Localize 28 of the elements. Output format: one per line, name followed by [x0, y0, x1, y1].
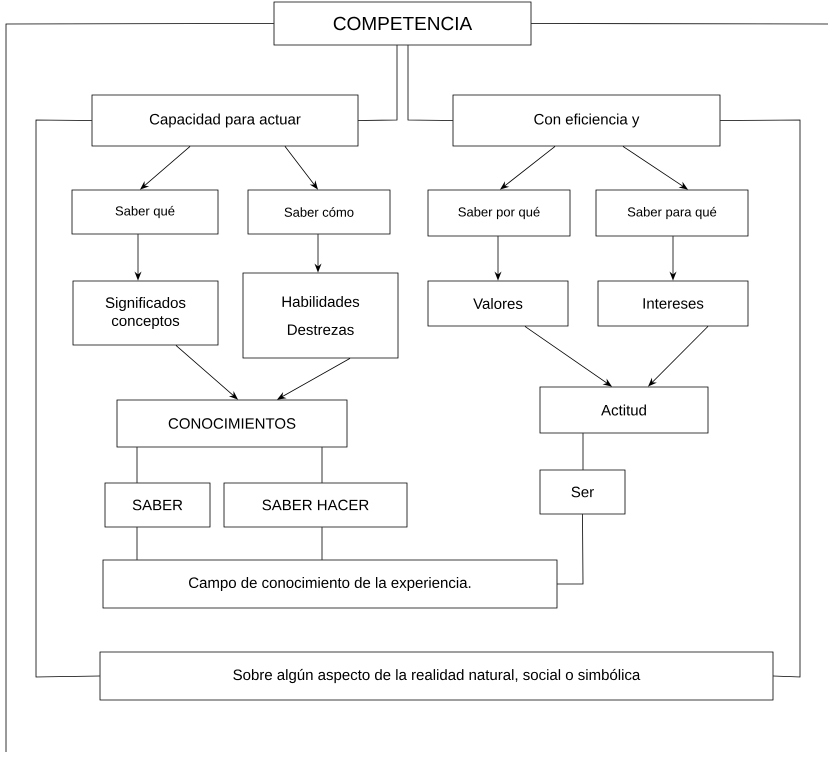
text-box: SABER [104, 482, 210, 528]
connector-line [531, 23, 828, 24]
connector-line [136, 447, 138, 483]
text-box: Capacidad para actuar [92, 94, 358, 146]
text-box: Actitud [540, 386, 708, 434]
text-box: CONOCIMIENTOS [116, 400, 348, 448]
connector-line [358, 45, 398, 121]
connector-line [136, 527, 138, 560]
connector-line [408, 45, 453, 121]
text-box: Ser [540, 470, 626, 514]
text-box: Significados conceptos [72, 280, 218, 346]
text-box: Campo de conocimiento de la experiencia. [102, 560, 558, 608]
text-box: Saber para qué [596, 190, 748, 236]
text-box: Intereses [598, 280, 748, 326]
text-box: Con eficiencia y [452, 94, 720, 146]
connector-line [582, 433, 584, 470]
text-box: SABER HACER [224, 482, 408, 528]
text-box: Habilidades Destrezas [242, 272, 398, 358]
text-box: Valores [428, 280, 568, 326]
connector-line [36, 120, 100, 678]
text-box: Saber qué [72, 190, 218, 234]
text-box: Sobre algún aspecto de la realidad natural, social o simbólica [100, 652, 774, 700]
text-box: COMPETENCIA [274, 2, 532, 46]
connector-line [720, 120, 800, 678]
text-box: Saber por qué [428, 190, 570, 236]
text-box: Saber cómo [248, 190, 390, 234]
connector-line [557, 514, 584, 584]
connector-line [6, 23, 274, 752]
